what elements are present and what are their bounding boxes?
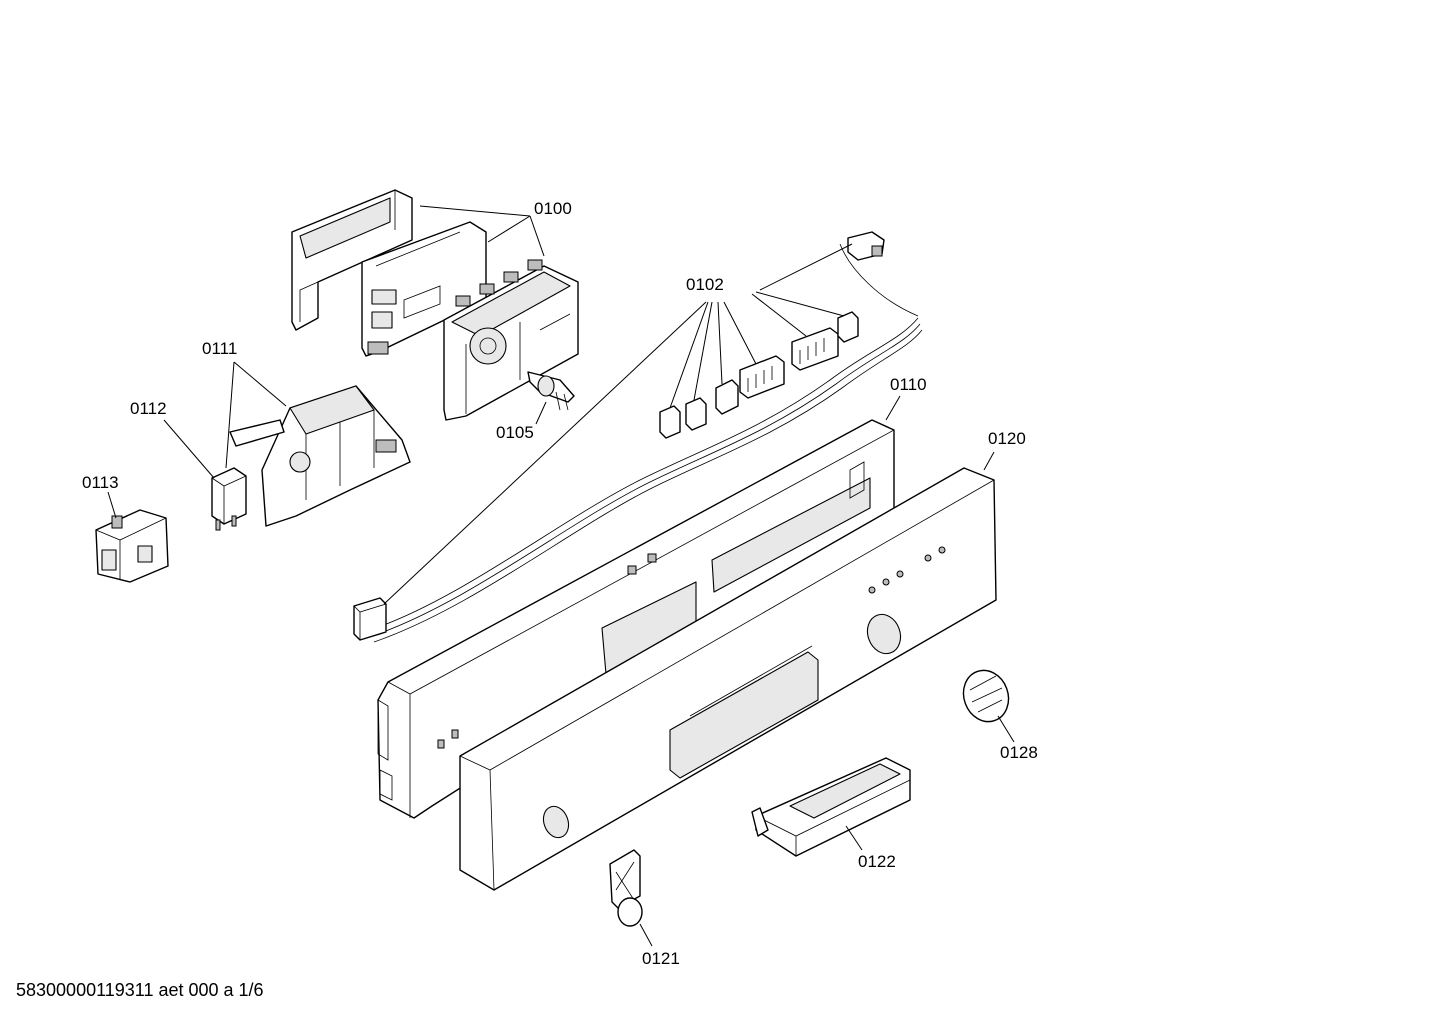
label-0128: 0128	[1000, 743, 1038, 762]
leader-line-0121	[639, 923, 653, 947]
part-0112-capacitor	[211, 467, 247, 531]
label-0120: 0120	[988, 429, 1026, 448]
part-0113-terminal-block	[95, 509, 169, 583]
part-0110-panel-frame	[377, 419, 895, 819]
label-0110: 0110	[890, 375, 927, 394]
label-0100: 0100	[534, 199, 572, 218]
leader-lines-0100	[419, 205, 545, 257]
leader-line-0105	[535, 401, 547, 425]
part-0100-electronic-module	[291, 189, 579, 421]
label-0113: 0113	[82, 473, 119, 492]
label-0102: 0102	[686, 275, 724, 294]
document-reference: 58300000119311 aet 000 a 1/6	[16, 980, 264, 1000]
part-0121-push-button	[609, 849, 643, 927]
label-0112: 0112	[130, 399, 167, 418]
leader-line-0128	[997, 715, 1015, 743]
label-0111: 0111	[202, 339, 237, 358]
leader-line-0120	[983, 451, 995, 471]
label-0121: 0121	[642, 949, 680, 968]
part-labels: 0100 0102 0105 0110 0111 0112 0113 0120 …	[82, 199, 1038, 968]
part-0122-handle	[751, 757, 911, 857]
leader-lines-0102	[383, 243, 853, 605]
leader-line-0122	[845, 825, 863, 851]
leader-lines-0111	[225, 361, 287, 469]
leader-line-0110	[885, 395, 901, 421]
leader-line-0112	[163, 419, 215, 479]
part-0120-fascia-panel	[459, 467, 997, 891]
label-0122: 0122	[858, 852, 896, 871]
label-0105: 0105	[496, 423, 534, 442]
part-0105-sensor	[527, 371, 575, 411]
part-0111-switch-assembly	[229, 385, 411, 527]
part-0102-wiring-harness	[353, 231, 923, 643]
leader-line-0113	[107, 491, 117, 519]
part-0128-knob	[962, 669, 1010, 723]
